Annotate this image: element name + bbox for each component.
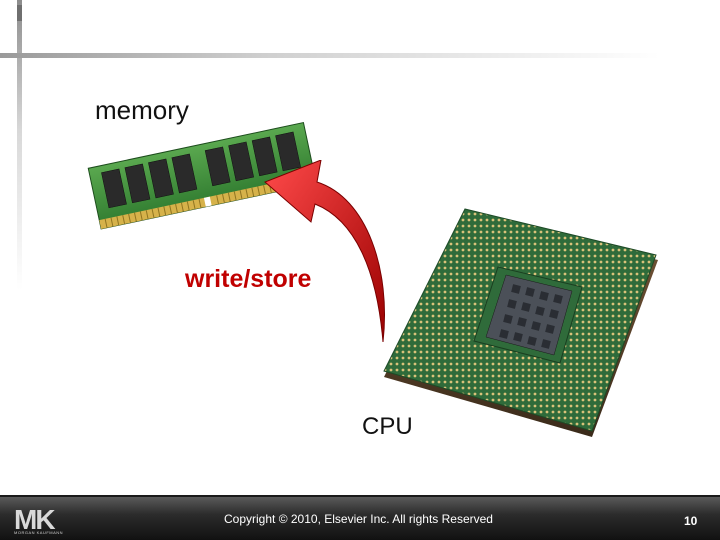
footer-divider (0, 495, 720, 497)
decorative-vertical-rule (17, 0, 22, 290)
memory-label: memory (95, 95, 189, 125)
cpu-chip-icon (383, 208, 658, 437)
page-number: 10 (684, 514, 698, 528)
slide-footer (0, 497, 720, 540)
mk-logo-icon: MK (14, 505, 57, 535)
decorative-vertical-rule-cap (17, 5, 22, 21)
decorative-horizontal-rule (0, 53, 660, 58)
logo-caption: MORGAN KAUFMANN (14, 530, 64, 535)
logo-letters: MK (14, 505, 55, 535)
write-store-label: write/store (185, 265, 312, 293)
ram-module-icon (87, 121, 317, 230)
copyright-text: Copyright © 2010, Elsevier Inc. All righ… (224, 512, 493, 526)
curved-arrow-icon (264, 160, 386, 343)
cpu-label: CPU (362, 413, 413, 440)
